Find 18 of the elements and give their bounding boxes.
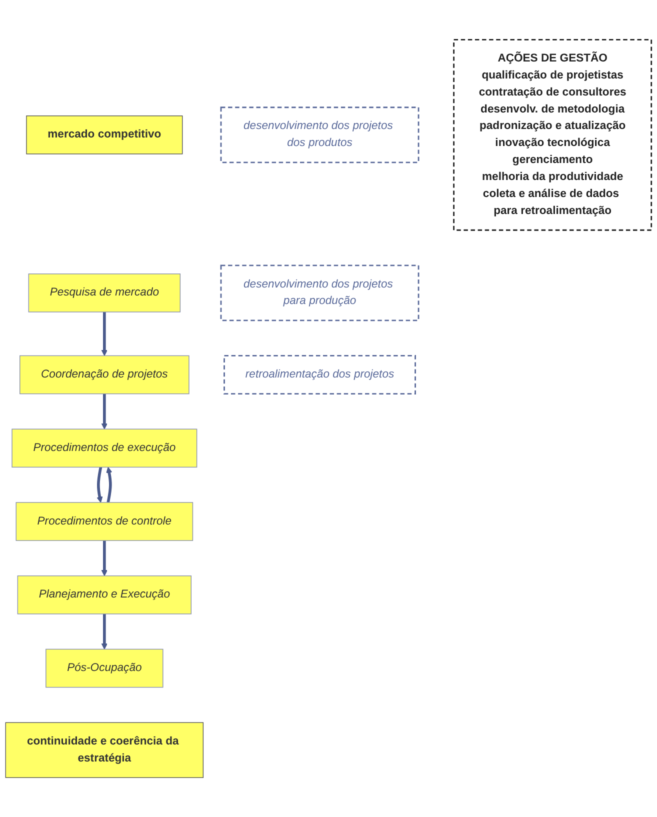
arrow [101, 394, 108, 430]
node-box: Pesquisa de mercado [28, 273, 181, 312]
arrow [101, 540, 108, 576]
node-box: mercado competitivo [26, 115, 183, 154]
arrow [101, 614, 108, 650]
node-box: Planejamento e Execução [17, 575, 192, 614]
arrow [106, 466, 112, 503]
node-box: Procedimentos de controle [16, 502, 194, 541]
node-box: desenvolvimento dos projetos dos produtos [220, 106, 420, 163]
arrow [96, 466, 103, 503]
node-box: desenvolvimento dos projetos para produção [220, 264, 420, 322]
node-box: Procedimentos de execução [12, 428, 198, 468]
arrow [101, 312, 108, 356]
node-box: continuidade e coerência da estratégia [5, 722, 204, 778]
node-box: AÇÕES DE GESTÃO qualificação de projetistas contratação de consultores desenvolv. de metodologia padronização e atualização inovação tecnológica gerenciamento melhoria da produtividade coleta e análise de dados para retroalimentação [453, 38, 652, 231]
node-box: retroalimentação dos projetos [224, 354, 416, 394]
node-box: Pós-Ocupação [46, 648, 164, 688]
node-box: Coordenação de projetos [20, 355, 190, 394]
